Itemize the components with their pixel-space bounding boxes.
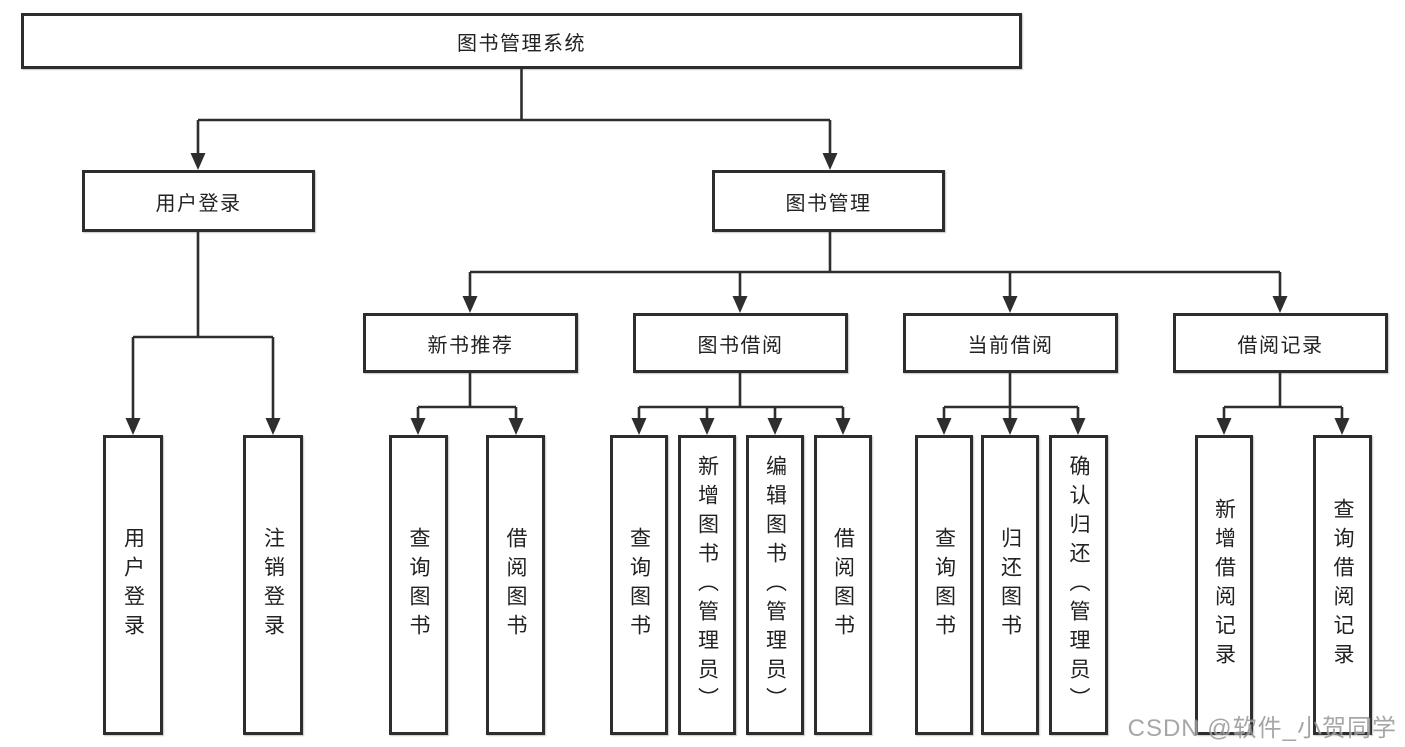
node-new-book-recommend: 新书推荐 — [363, 313, 578, 373]
node-root-label: 图书管理系统 — [457, 32, 586, 55]
connector-root-to-level2 — [196, 69, 832, 156]
leaf-query-books-current: 查询图书 — [915, 435, 973, 735]
leaf-label: 查询借阅记录 — [1331, 498, 1354, 672]
leaf-label: 确认归还（管理员） — [1067, 454, 1090, 716]
leaf-label: 借阅图书 — [831, 527, 855, 643]
arrow-down-icon — [835, 418, 851, 435]
arrow-down-icon — [699, 418, 715, 435]
leaf-edit-books-admin: 编辑图书（管理员） — [746, 435, 804, 735]
leaf-query-books-borrow: 查询图书 — [610, 435, 668, 735]
leaf-label: 编辑图书（管理员） — [763, 454, 787, 716]
arrow-down-icon — [936, 418, 952, 435]
connector-userlogin-to-leaves — [131, 232, 275, 421]
leaf-add-borrow-record: 新增借阅记录 — [1195, 435, 1253, 735]
arrow-down-icon — [732, 296, 748, 313]
leaf-label: 查询图书 — [407, 527, 430, 643]
arrow-down-icon — [125, 418, 141, 435]
arrow-down-icon — [1334, 418, 1350, 435]
arrow-down-icon — [1070, 418, 1086, 435]
node-label: 借阅记录 — [1237, 334, 1324, 357]
leaf-confirm-return-admin: 确认归还（管理员） — [1049, 435, 1108, 735]
node-root: 图书管理系统 — [21, 13, 1022, 69]
arrowheads — [125, 153, 1350, 435]
arrow-down-icon — [265, 418, 281, 435]
arrow-down-icon — [1216, 418, 1232, 435]
node-borrow-records: 借阅记录 — [1173, 313, 1388, 373]
leaf-label: 借阅图书 — [504, 527, 527, 643]
arrow-down-icon — [767, 418, 783, 435]
leaf-label: 注销登录 — [261, 527, 285, 643]
leaf-user-login: 用户登录 — [103, 435, 163, 735]
node-label: 新书推荐 — [427, 334, 514, 357]
arrow-down-icon — [190, 153, 206, 170]
leaf-label: 新增图书（管理员） — [695, 454, 719, 716]
connector-newbook-to-leaves — [416, 373, 518, 421]
connector-bookborrow-to-leaves — [637, 373, 845, 421]
arrow-down-icon — [631, 418, 647, 435]
arrow-down-icon — [1002, 418, 1018, 435]
leaf-label: 查询图书 — [627, 527, 651, 643]
node-label: 用户登录 — [155, 192, 242, 215]
node-label: 图书借阅 — [697, 334, 784, 357]
node-user-login: 用户登录 — [82, 170, 315, 232]
arrow-down-icon — [508, 418, 524, 435]
leaf-return-books: 归还图书 — [981, 435, 1039, 735]
leaf-borrow-books-borrow: 借阅图书 — [814, 435, 872, 735]
leaf-logout-login: 注销登录 — [243, 435, 303, 735]
node-current-borrow: 当前借阅 — [903, 313, 1118, 373]
connector-currentborrow-to-leaves — [942, 373, 1080, 421]
connector-records-to-leaves — [1222, 373, 1344, 421]
leaf-add-books-admin: 新增图书（管理员） — [678, 435, 736, 735]
arrow-down-icon — [1272, 296, 1288, 313]
arrow-down-icon — [410, 418, 426, 435]
arrow-down-icon — [462, 296, 478, 313]
leaf-query-books-recommend: 查询图书 — [389, 435, 448, 735]
arrow-down-icon — [822, 153, 838, 170]
leaf-label: 归还图书 — [998, 527, 1022, 643]
leaf-borrow-books-recommend: 借阅图书 — [486, 435, 545, 735]
node-label: 当前借阅 — [967, 334, 1054, 357]
leaf-label: 新增借阅记录 — [1212, 498, 1236, 672]
leaf-label: 用户登录 — [121, 527, 145, 643]
leaf-query-borrow-record: 查询借阅记录 — [1313, 435, 1372, 735]
watermark: CSDN @软件_小贺同学 — [1127, 715, 1397, 742]
arrow-down-icon — [1002, 296, 1018, 313]
node-book-management: 图书管理 — [712, 170, 945, 232]
leaf-label: 查询图书 — [932, 527, 956, 643]
node-book-borrow: 图书借阅 — [633, 313, 848, 373]
connector-bookmgmt-to-level3 — [468, 232, 1282, 299]
node-label: 图书管理 — [785, 192, 872, 215]
